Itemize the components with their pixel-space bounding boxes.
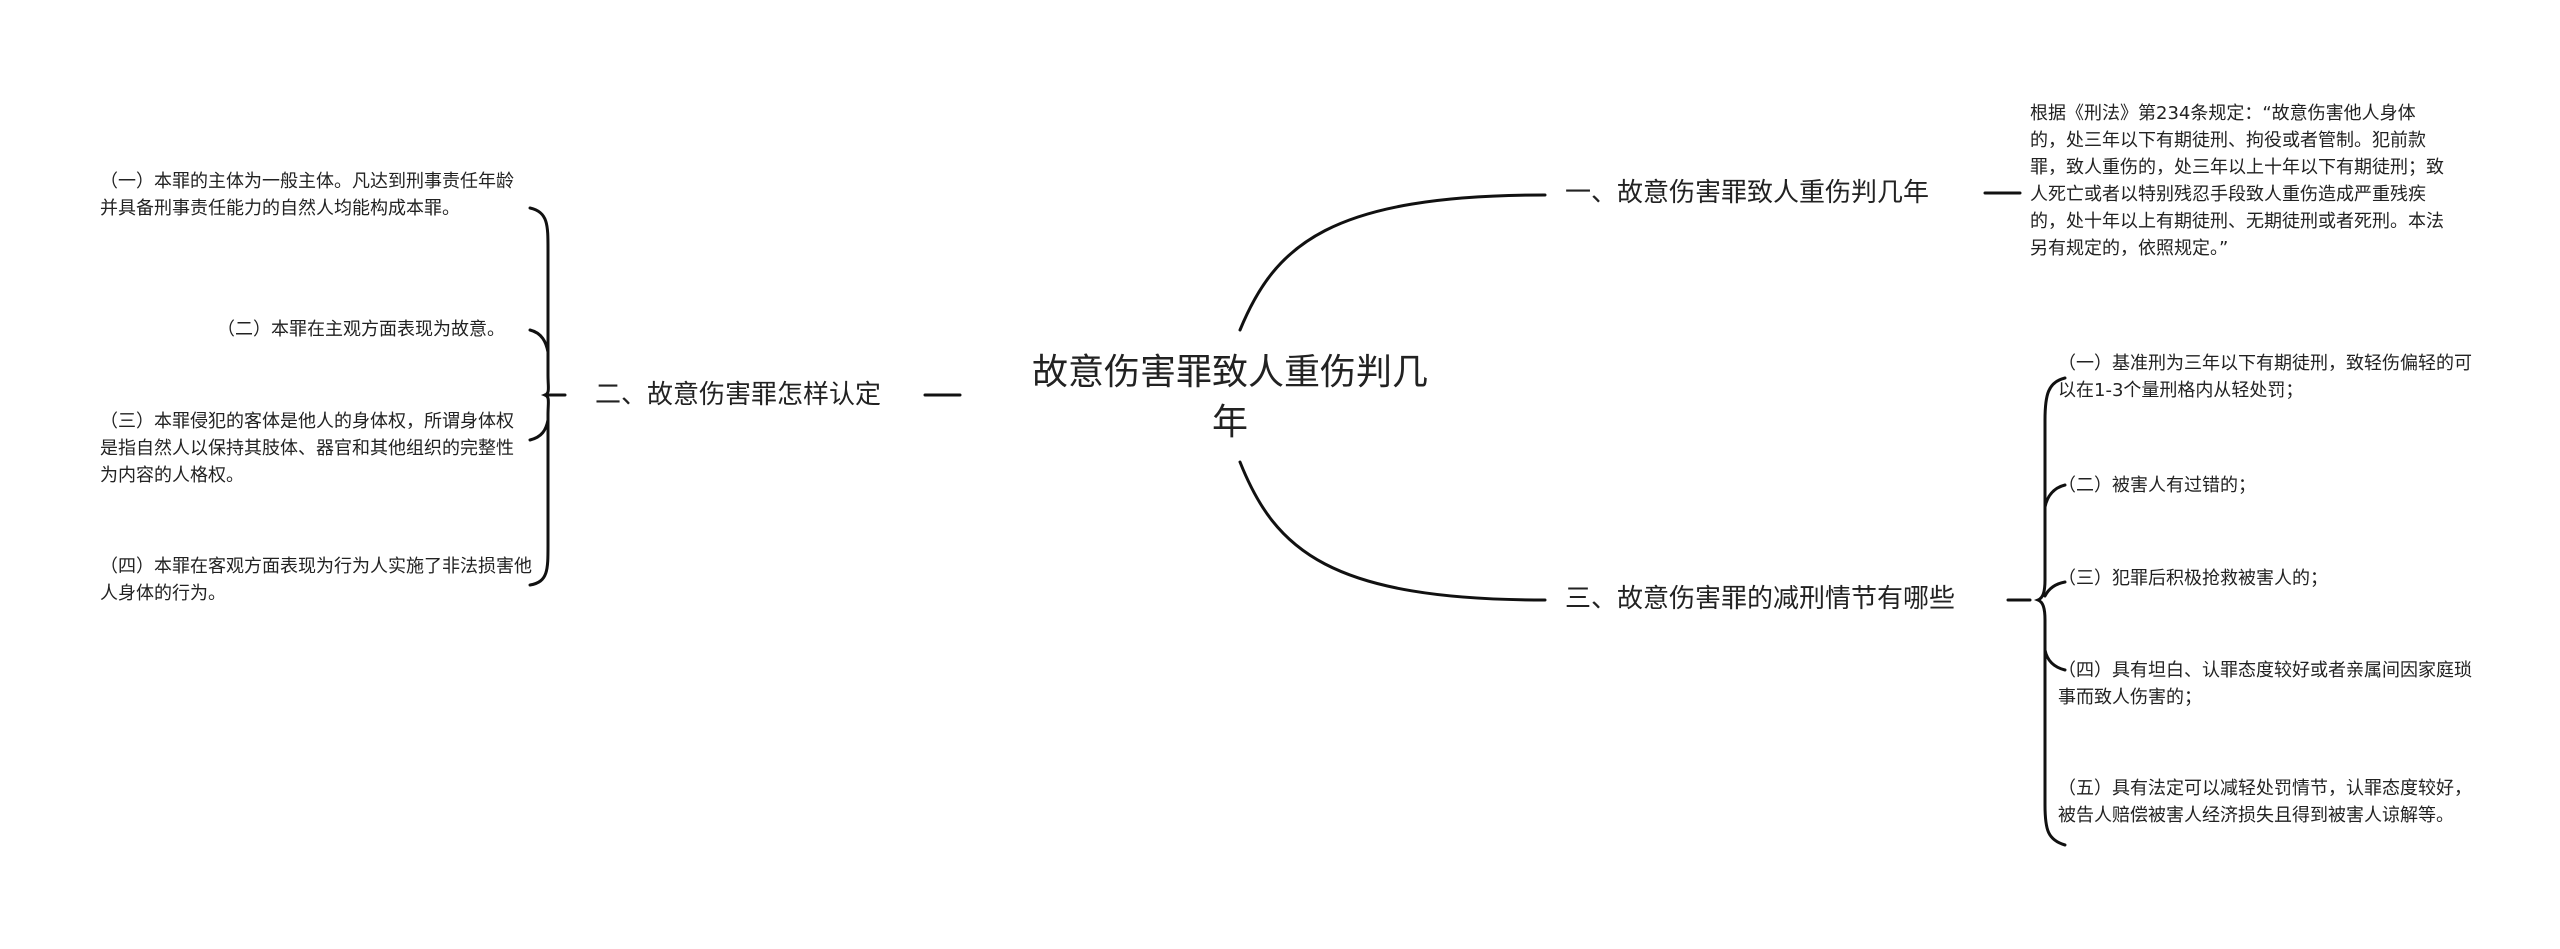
- branch-2-leaf-3[interactable]: （三）本罪侵犯的客体是他人的身体权，所谓身体权是指自然人以保持其肢体、器官和其他…: [100, 411, 514, 486]
- branch-3-leaf-1[interactable]: （一）基准刑为三年以下有期徒刑，致轻伤偏轻的可以在1-3个量刑格内从轻处罚；: [2058, 353, 2472, 401]
- branch-2-leaf-4[interactable]: （四）本罪在客观方面表现为行为人实施了非法损害他人身体的行为。: [100, 556, 532, 604]
- bracket-b3: [2033, 376, 2067, 847]
- tick-b3-leaf4: [2043, 648, 2067, 672]
- tick-b3-leaf2: [2043, 483, 2067, 509]
- branch-2-label[interactable]: 二、故意伤害罪怎样认定: [595, 380, 882, 410]
- tick-b2-leaf2: [528, 328, 550, 354]
- branch-3-leaf-5[interactable]: （五）具有法定可以减轻处罚情节，认罪态度较好，被告人赔偿被害人经济损失且得到被害…: [2058, 778, 2472, 826]
- central-topic[interactable]: 故意伤害罪致人重伤判几年: [1031, 352, 1428, 443]
- branch-1-label[interactable]: 一、故意伤害罪致人重伤判几年: [1565, 178, 1930, 208]
- branch-3-leaf-4[interactable]: （四）具有坦白、认罪态度较好或者亲属间因家庭琐事而致人伤害的；: [2058, 660, 2472, 708]
- branch-3-leaf-3[interactable]: （三）犯罪后积极抢救被害人的；: [2058, 568, 2328, 589]
- branch-3-leaf-2[interactable]: （二）被害人有过错的；: [2058, 475, 2256, 496]
- tick-b2-leaf3: [528, 418, 550, 442]
- bracket-b2: [528, 206, 550, 587]
- branch-1-leaf-1[interactable]: 根据《刑法》第234条规定：“故意伤害他人身体的，处三年以下有期徒刑、拘役或者管…: [2030, 103, 2444, 259]
- branch-2-leaf-1[interactable]: （一）本罪的主体为一般主体。凡达到刑事责任年龄并具备刑事责任能力的自然人均能构成…: [100, 171, 514, 219]
- branch-3-label[interactable]: 三、故意伤害罪的减刑情节有哪些: [1565, 584, 1956, 614]
- branch-2-leaf-2[interactable]: （二）本罪在主观方面表现为故意。: [217, 319, 505, 340]
- tick-b3-leaf3: [2043, 580, 2067, 598]
- link-central-b3: [1238, 460, 1547, 602]
- link-central-b1: [1238, 193, 1547, 332]
